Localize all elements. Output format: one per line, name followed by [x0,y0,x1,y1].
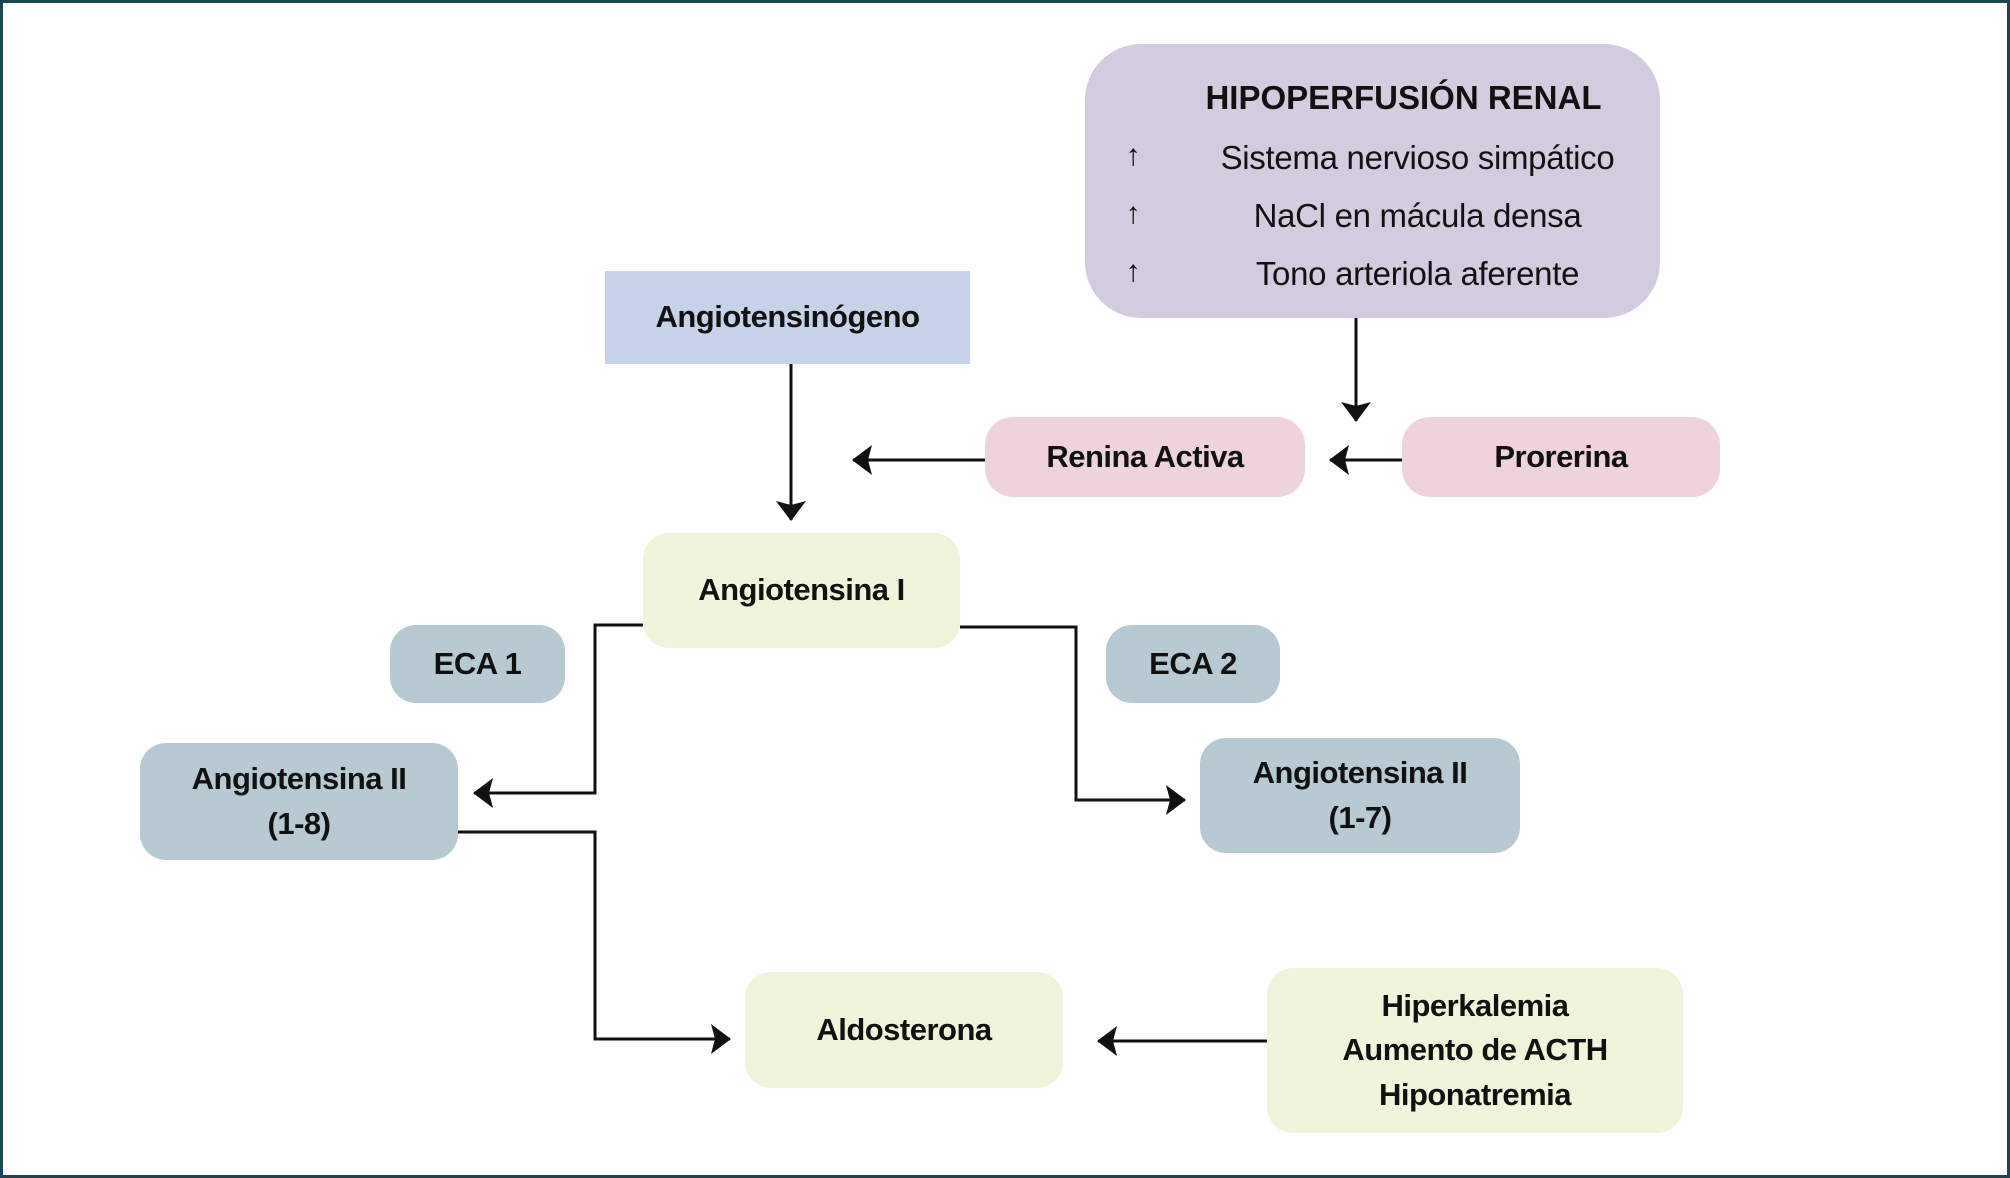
factor-row: ↑ NaCl en mácula densa [1085,192,1660,242]
node-label-line1: Angiotensina II [1252,754,1468,790]
factor-label: Tono arteriola aferente [1255,255,1580,292]
node-prorerina: Prorerina [1402,417,1720,497]
up-arrow-icon: ↑ [1125,197,1141,230]
node-angiotensina-ii-1-8: Angiotensina II (1-8) [140,743,458,860]
factor-row: ↑ Sistema nervioso simpático [1085,134,1660,184]
node-eca1: ECA 1 [390,625,565,703]
node-label: Aldosterona [816,1011,992,1047]
edge-angiotensina-ii-18-to-aldosterona [458,830,731,1054]
factor-label: NaCl en mácula densa [1253,197,1582,234]
node-estimulos-aldosterona: Hiperkalemia Aumento de ACTH Hiponatremi… [1267,968,1683,1133]
node-label-line2: (1-7) [1328,799,1392,835]
node-label: Prorerina [1494,438,1628,474]
node-angiotensina-ii-1-7: Angiotensina II (1-7) [1200,738,1520,853]
node-eca2: ECA 2 [1106,625,1280,703]
node-label-line2: Aumento de ACTH [1342,1032,1608,1068]
node-renina-activa: Renina Activa [985,417,1305,497]
node-label-line2: (1-8) [267,805,331,841]
factor-label: Sistema nervioso simpático [1220,139,1615,176]
hipoperfusion-title: HIPOPERFUSIÓN RENAL [1205,79,1602,116]
node-angiotensinogeno: Angiotensinógeno [605,271,970,364]
node-label: ECA 1 [433,645,522,681]
up-arrow-icon: ↑ [1125,139,1141,172]
node-label-line1: Hiperkalemia [1381,988,1570,1023]
node-label: ECA 2 [1149,645,1237,681]
node-label: Angiotensinógeno [655,299,920,335]
up-arrow-icon: ↑ [1125,255,1141,288]
node-aldosterona: Aldosterona [745,972,1063,1088]
node-label-line3: Hiponatremia [1378,1076,1572,1112]
edge-angiotensina-i-to-angiotensina-ii-18 [473,623,643,808]
node-label: Angiotensina I [698,572,905,608]
node-label: Renina Activa [1046,438,1244,474]
node-angiotensina-i: Angiotensina I [643,533,960,648]
node-label-line1: Angiotensina II [191,760,407,796]
node-hipoperfusion-renal: HIPOPERFUSIÓN RENAL ↑ Sistema nervioso s… [1085,44,1660,318]
edge-angiotensina-i-to-angiotensina-ii-17 [960,625,1186,815]
factor-row: ↑ Tono arteriola aferente [1085,250,1660,300]
